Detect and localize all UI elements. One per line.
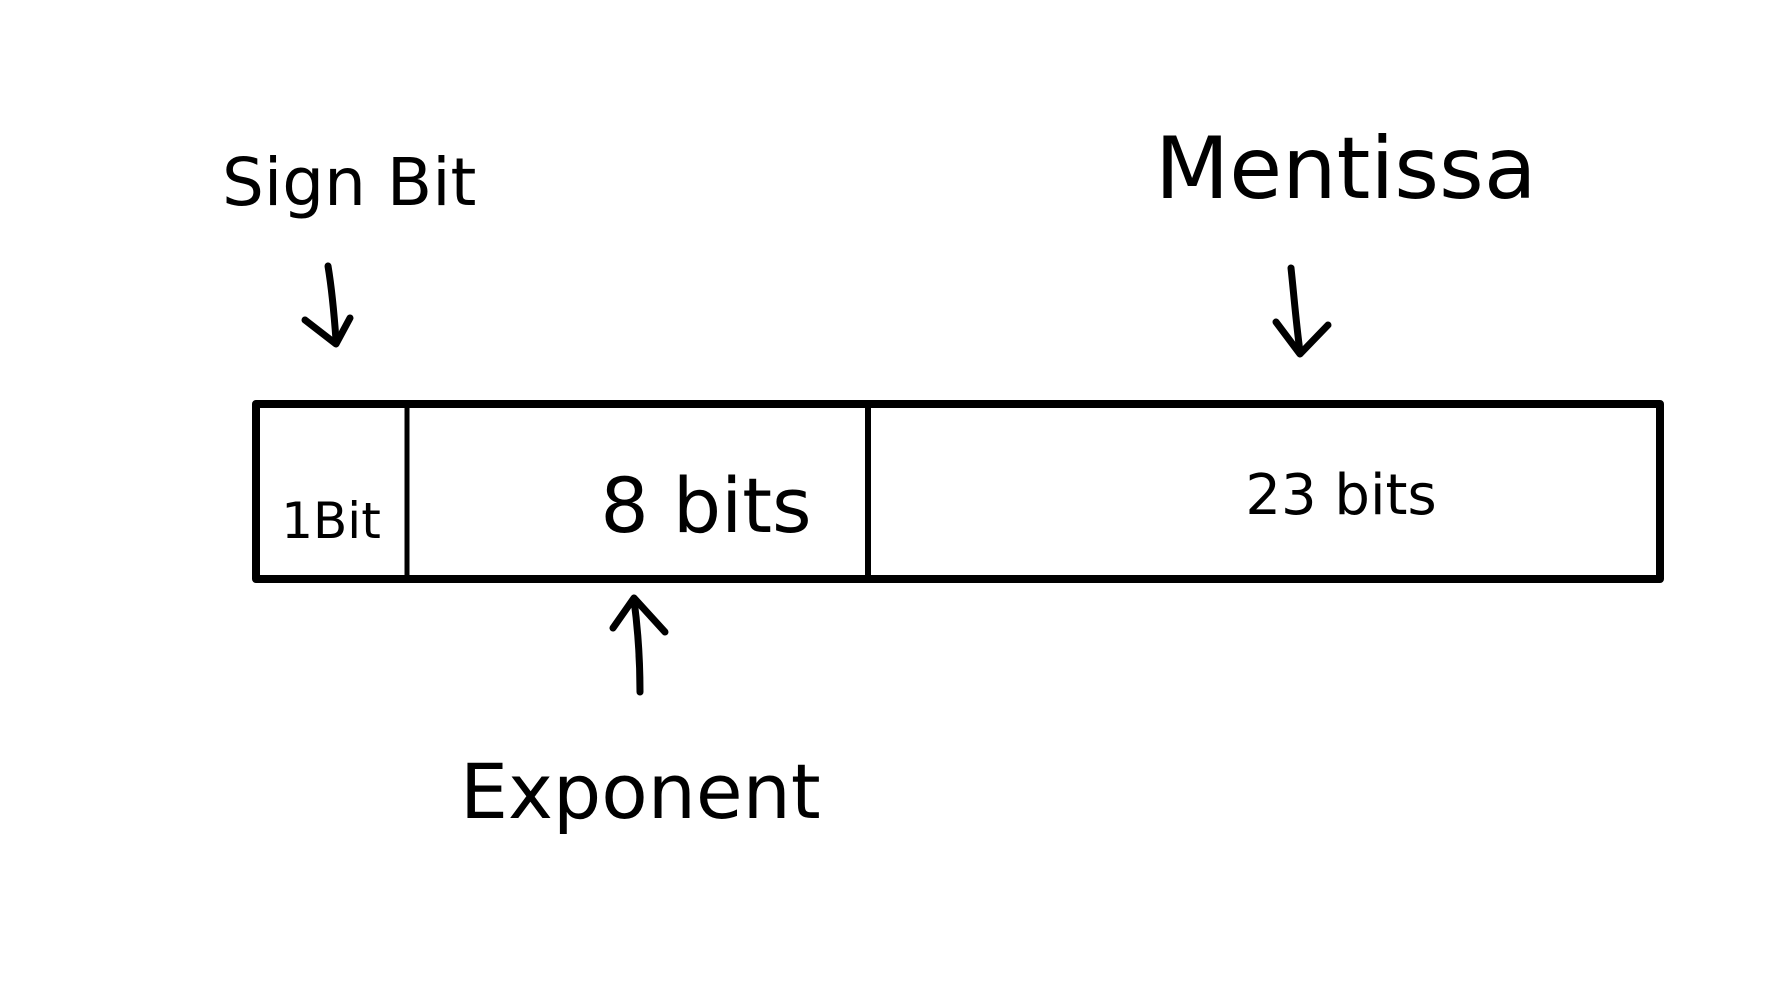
bit-field-box (252, 400, 1664, 583)
mantissa-field-text: 23 bits (1245, 463, 1436, 528)
bit-field-outline (252, 400, 1664, 583)
sign-bit-label: Sign Bit (222, 144, 476, 221)
exponent-label: Exponent (460, 747, 821, 836)
exponent-arrow-icon (609, 594, 669, 696)
mantissa-arrow-icon (1272, 264, 1332, 358)
mantissa-label: Mentissa (1155, 119, 1537, 219)
exponent-field-text: 8 bits (600, 461, 811, 550)
sign-field-text: 1Bit (281, 492, 381, 550)
sign-bit-arrow-icon (301, 262, 354, 348)
